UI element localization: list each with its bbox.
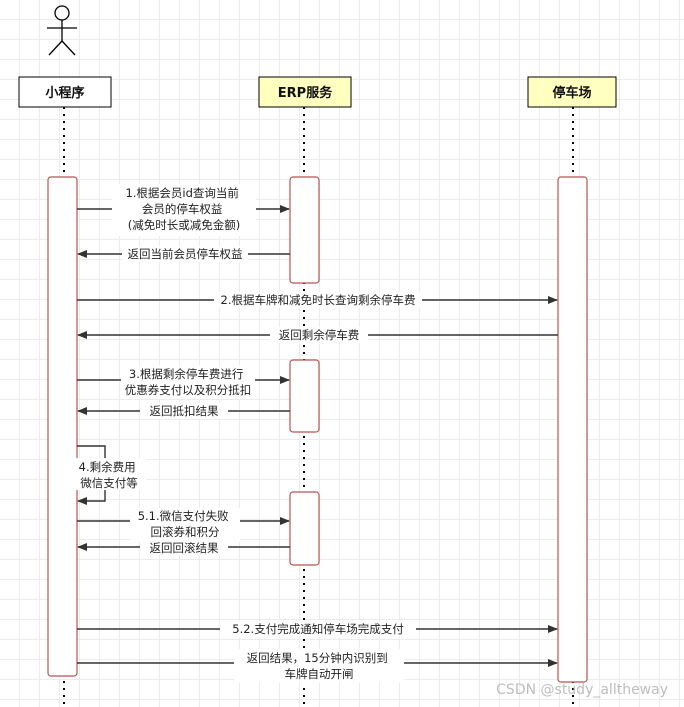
watermark: CSDN @study_alltheway [496,682,668,698]
message-label-1: 1.根据会员id查询当前 会员的停车权益 (减免时长或减免金额) [125,186,242,232]
activation-bar-parking-lot [557,176,588,683]
message-label-11: 返回结果，15分钟内识别到 车牌自动开闸 [247,651,392,681]
participant-erp-service: ERP服务 [258,76,352,108]
participant-label: ERP服务 [278,85,333,101]
message-label-3: 2.根据车牌和减免时长查询剩余停车费 [221,293,416,307]
message-label-8: 5.1.微信支付失败 回滚券和积分 [138,509,233,539]
message-label-5: 3.根据剩余停车费进行 优惠券支付以及积分抵扣 [125,367,252,397]
message-label-7: 4.剩余费用 微信支付等 [79,460,140,490]
activation-bar-erp-2 [289,359,320,433]
participant-label: 停车场 [552,85,591,101]
activation-bar-mini-program [47,176,78,677]
participant-parking-lot: 停车场 [527,76,617,108]
message-label-10: 5.2.支付完成通知停车场完成支付 [232,622,403,636]
participant-mini-program: 小程序 [18,76,112,108]
activation-bar-erp-3 [289,491,320,566]
message-label-4: 返回剩余停车费 [279,328,360,342]
message-label-9: 返回回滚结果 [150,541,219,555]
message-label-6: 返回抵扣结果 [150,404,219,418]
participant-label: 小程序 [45,85,84,101]
activation-bar-erp-1 [289,176,320,284]
actor-icon [47,5,77,56]
message-label-2: 返回当前会员停车权益 [128,247,243,261]
